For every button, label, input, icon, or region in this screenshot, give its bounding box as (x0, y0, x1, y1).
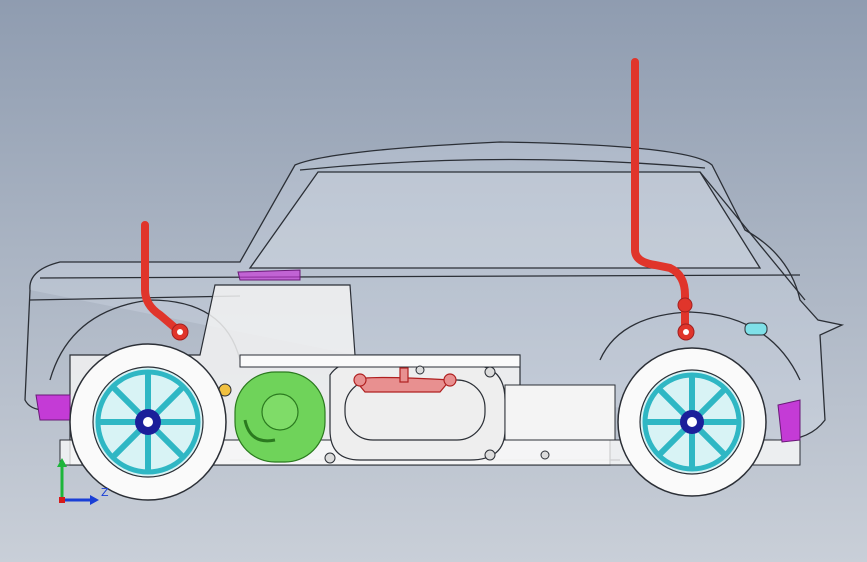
axle-cap (744, 322, 768, 336)
bumpers[interactable] (35, 269, 801, 443)
bolts (218, 365, 550, 464)
roof-line (299, 158, 706, 171)
center-bracket[interactable] (353, 367, 457, 393)
coordinate-triad: Z (57, 458, 109, 505)
bolt (324, 452, 336, 464)
z-axis-label: Z (101, 486, 109, 499)
rear-fender (599, 311, 801, 381)
front-bumper (35, 394, 71, 421)
top-clip (237, 269, 301, 281)
bolt (415, 365, 425, 375)
origin-marker (59, 497, 65, 503)
belt-line (39, 274, 801, 279)
rear-wheel[interactable] (617, 347, 767, 497)
window-frame (248, 171, 762, 269)
y-axis-arrow-icon (57, 458, 67, 500)
rear-bumper (777, 399, 801, 443)
z-axis-arrow-icon (62, 495, 99, 505)
bolt (540, 450, 550, 460)
bolt (484, 449, 496, 461)
front-wheel[interactable] (69, 343, 227, 501)
mid-rail (239, 354, 521, 368)
front-fascia (24, 289, 46, 411)
bolt (484, 366, 496, 378)
rear-box (504, 384, 616, 441)
front-roller-stay[interactable] (141, 221, 189, 341)
rear-roller-stay[interactable] (631, 58, 695, 341)
motor[interactable] (234, 371, 326, 463)
